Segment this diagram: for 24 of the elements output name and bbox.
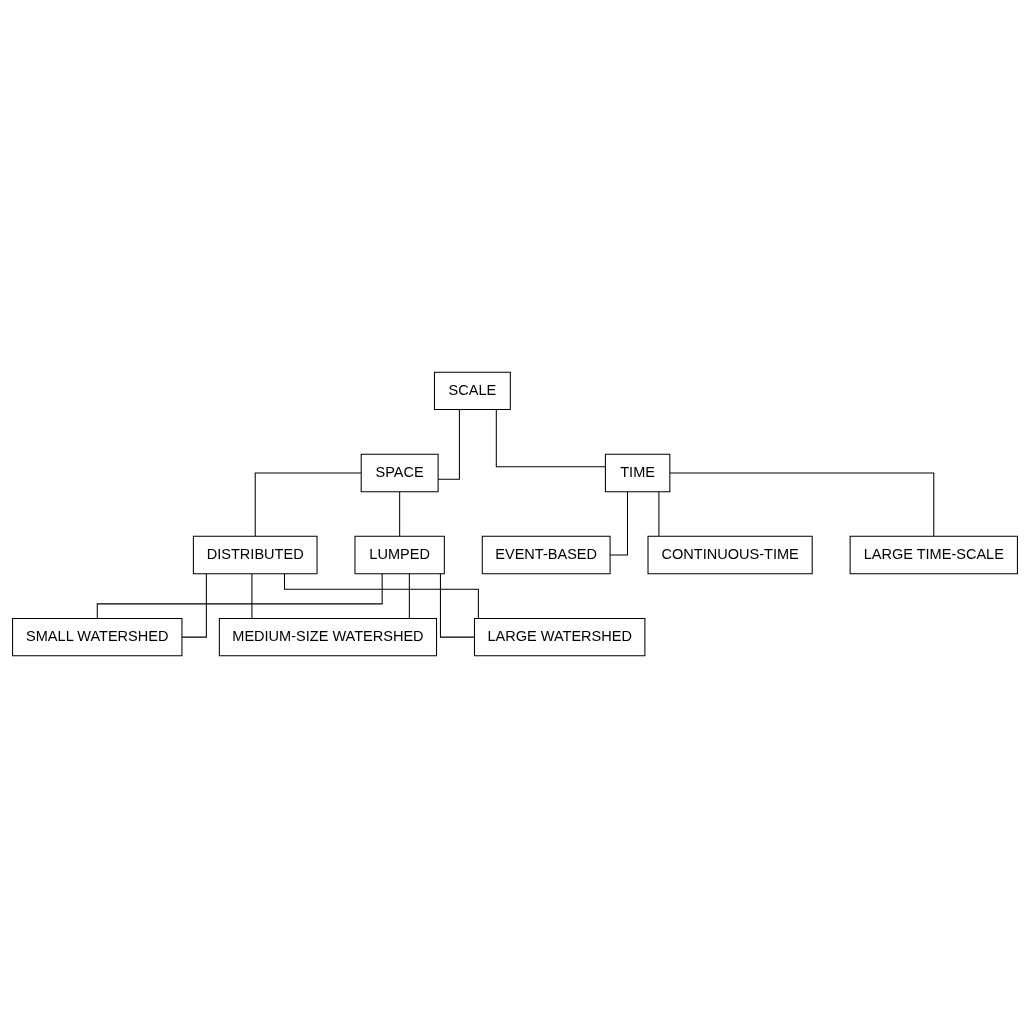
connector bbox=[399, 490, 401, 537]
node-box: TIME bbox=[604, 453, 671, 492]
connector bbox=[251, 573, 253, 619]
node-box: LARGE WATERSHED bbox=[473, 617, 646, 656]
node-box: MEDIUM-SIZE WATERSHED bbox=[218, 617, 438, 656]
node-box: SCALE bbox=[433, 371, 511, 410]
node-box: CONTINUOUS-TIME bbox=[647, 535, 813, 574]
connector bbox=[495, 408, 606, 467]
connector bbox=[437, 408, 460, 480]
connector bbox=[439, 573, 475, 638]
connector bbox=[669, 471, 935, 537]
connector bbox=[254, 471, 362, 537]
connector bbox=[609, 490, 628, 556]
node-box: LARGE TIME-SCALE bbox=[849, 535, 1018, 574]
connector bbox=[181, 573, 207, 638]
connector bbox=[96, 572, 383, 619]
connector bbox=[408, 573, 410, 619]
node-box: SPACE bbox=[360, 453, 439, 492]
connector bbox=[658, 490, 660, 537]
node-box: EVENT-BASED bbox=[481, 535, 611, 574]
node-box: SMALL WATERSHED bbox=[12, 617, 183, 656]
node-box: LUMPED bbox=[354, 535, 445, 574]
connector bbox=[283, 572, 479, 619]
node-box: DISTRIBUTED bbox=[192, 535, 318, 574]
